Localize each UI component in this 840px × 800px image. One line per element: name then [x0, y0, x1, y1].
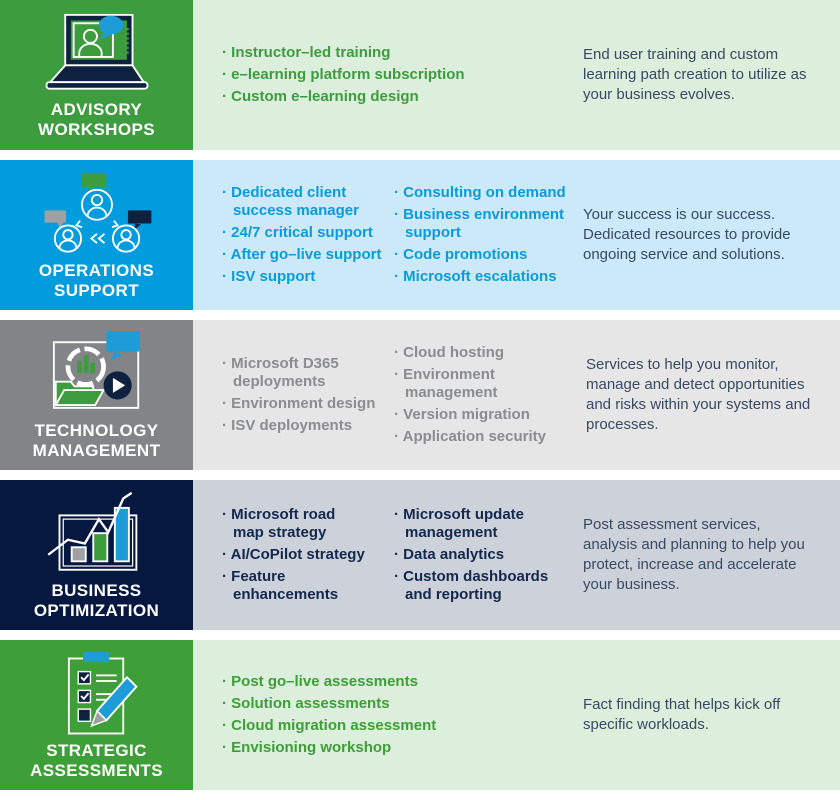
row-business-optimization: BUSINESS OPTIMIZATION Microsoft road map…	[0, 480, 840, 630]
bullet-item: AI/CoPilot strategy	[222, 546, 367, 564]
bullet-list: Microsoft D365 deployments Environment d…	[222, 355, 382, 435]
title-line: OPERATIONS	[38, 261, 155, 280]
category-title: TECHNOLOGY MANAGEMENT	[33, 421, 161, 461]
bullet-item: Custom e–learning design	[222, 88, 522, 106]
bullet-list: Post go–live assessments Solution assess…	[222, 673, 522, 757]
title-line: MANAGEMENT	[32, 441, 161, 460]
bullet-list: Dedicated client success manager 24/7 cr…	[222, 184, 382, 286]
bullet-item: Application security	[394, 428, 586, 446]
title-line: SUPPORT	[54, 281, 139, 300]
bullet-list: Microsoft update management Data analyti…	[394, 506, 571, 604]
title-line: STRATEGIC	[46, 741, 147, 760]
bullet-item: Microsoft escalations	[394, 268, 571, 286]
row-operations-support: OPERATIONS SUPPORT Dedicated client succ…	[0, 160, 840, 310]
row-description: Your success is our success. Dedicated r…	[583, 206, 791, 263]
title-line: TECHNOLOGY	[34, 421, 159, 440]
bullet-item: ISV support	[222, 268, 382, 286]
laptop-video-training-icon	[41, 11, 153, 100]
bullet-item: After go–live support	[222, 246, 382, 264]
bullet-item: Data analytics	[394, 546, 571, 564]
row-advisory-workshops: ADVISORY WORKSHOPS Instructor–led traini…	[0, 0, 840, 150]
row-strategic-assessments: STRATEGIC ASSESSMENTS Post go–live asses…	[0, 640, 840, 790]
sidebar-technology-management: TECHNOLOGY MANAGEMENT	[0, 320, 193, 470]
title-line: BUSINESS	[51, 581, 142, 600]
bullet-item: Cloud hosting	[394, 344, 586, 362]
bullet-item: Code promotions	[394, 246, 571, 264]
bullet-list: Consulting on demand Business environmen…	[394, 184, 571, 286]
category-title: STRATEGIC ASSESSMENTS	[30, 741, 163, 781]
checklist-clipboard-icon	[41, 651, 153, 741]
category-title: ADVISORY WORKSHOPS	[38, 100, 155, 140]
content-advisory-workshops: Instructor–led training e–learning platf…	[193, 0, 840, 150]
bullet-list: Instructor–led training e–learning platf…	[222, 44, 522, 106]
bullet-item: e–learning platform subscription	[222, 66, 522, 84]
content-business-optimization: Microsoft road map strategy AI/CoPilot s…	[193, 480, 840, 630]
content-technology-management: Microsoft D365 deployments Environment d…	[193, 320, 840, 470]
category-title: BUSINESS OPTIMIZATION	[34, 581, 159, 621]
bullet-item: Dedicated client success manager	[222, 184, 382, 220]
bullet-item: Feature enhancements	[222, 568, 367, 604]
content-strategic-assessments: Post go–live assessments Solution assess…	[193, 640, 840, 790]
title-line: ASSESSMENTS	[30, 761, 163, 780]
sidebar-operations-support: OPERATIONS SUPPORT	[0, 160, 193, 310]
sidebar-strategic-assessments: STRATEGIC ASSESSMENTS	[0, 640, 193, 790]
row-description: End user training and custom learning pa…	[583, 46, 807, 103]
row-technology-management: TECHNOLOGY MANAGEMENT Microsoft D365 dep…	[0, 320, 840, 470]
bullet-item: Solution assessments	[222, 695, 522, 713]
bullet-item: Business environment support	[394, 206, 571, 242]
sidebar-business-optimization: BUSINESS OPTIMIZATION	[0, 480, 193, 630]
row-description: Post assessment services, analysis and p…	[583, 516, 805, 593]
bullet-item: Environment design	[222, 395, 382, 413]
title-line: ADVISORY	[50, 100, 143, 119]
row-description: Fact finding that helps kick off specifi…	[583, 696, 781, 733]
bullet-list: Cloud hosting Environment management Ver…	[394, 344, 586, 446]
bullet-list: Microsoft road map strategy AI/CoPilot s…	[222, 506, 367, 604]
sidebar-advisory-workshops: ADVISORY WORKSHOPS	[0, 0, 193, 150]
bullet-item: Cloud migration assessment	[222, 717, 522, 735]
title-line: WORKSHOPS	[38, 120, 155, 139]
bullet-item: Post go–live assessments	[222, 673, 522, 691]
bullet-item: Custom dashboards and reporting	[394, 568, 571, 604]
bullet-item: Version migration	[394, 406, 586, 424]
bullet-item: Environment management	[394, 366, 586, 402]
bullet-item: Instructor–led training	[222, 44, 522, 62]
row-description: Services to help you monitor, manage and…	[586, 356, 811, 433]
system-monitoring-icon	[41, 331, 153, 421]
title-line: OPTIMIZATION	[33, 601, 160, 620]
content-operations-support: Dedicated client success manager 24/7 cr…	[193, 160, 840, 310]
bullet-item: Envisioning workshop	[222, 739, 522, 757]
bullet-item: Microsoft update management	[394, 506, 571, 542]
bullet-item: Microsoft D365 deployments	[222, 355, 382, 391]
category-title: OPERATIONS SUPPORT	[39, 261, 154, 301]
bullet-item: 24/7 critical support	[222, 224, 382, 242]
people-conversation-icon	[41, 171, 153, 261]
bullet-item: Microsoft road map strategy	[222, 506, 367, 542]
bullet-item: ISV deployments	[222, 417, 382, 435]
bullet-item: Consulting on demand	[394, 184, 571, 202]
growth-chart-icon	[41, 491, 153, 581]
